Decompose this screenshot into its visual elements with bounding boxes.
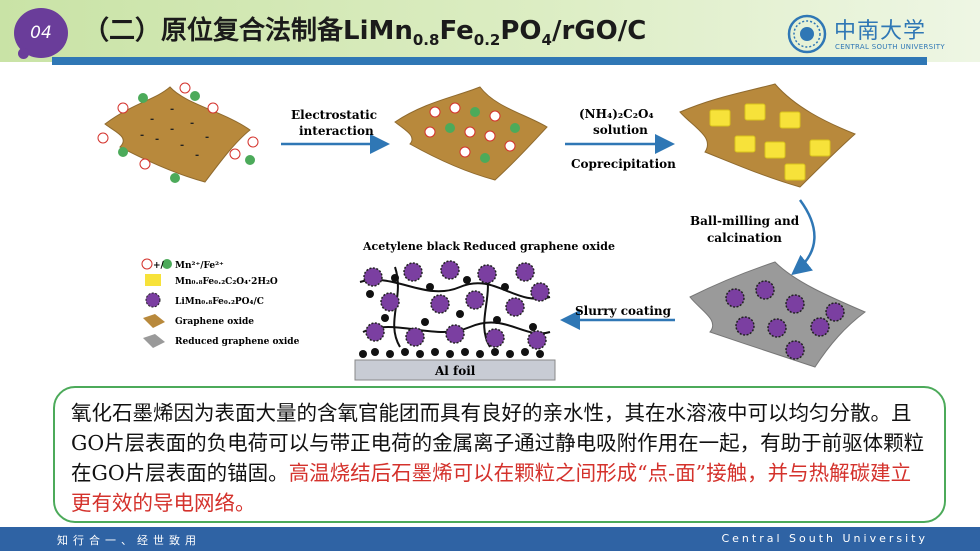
step3-label-line2: calcination — [707, 231, 782, 245]
legend-ion-text: Mn²⁺/Fe²⁺ — [175, 261, 224, 271]
header-band — [0, 0, 980, 62]
logo-emblem-icon — [787, 14, 827, 54]
rgo-sheet-icon — [143, 334, 165, 348]
legend-product-text: LiMn₀.₈Fe₀.₂PO₄/C — [175, 297, 264, 307]
al-foil — [354, 359, 556, 381]
footer-university: Central South University — [721, 532, 928, 545]
go-sheet-stage1: --- --- --- — [97, 82, 259, 183]
university-logo: 中南大学 CENTRAL SOUTH UNIVERSITY — [787, 12, 945, 56]
svg-text:-: - — [170, 124, 174, 135]
footer-motto: 知行合一、经世致用 — [57, 534, 201, 547]
logo-english-name: CENTRAL SOUTH UNIVERSITY — [835, 43, 945, 51]
svg-text:-: - — [150, 114, 154, 125]
step4-label: Slurry coating — [575, 304, 672, 318]
svg-text:-: - — [140, 130, 144, 141]
footer-bar: 知行合一、经世致用 Central South University — [0, 527, 980, 551]
synthesis-diagram: --- --- --- Electrostatic interaction (N… — [97, 82, 866, 381]
step2-label-below: Coprecipitation — [571, 157, 676, 171]
step2-label-line2: solution — [593, 123, 648, 137]
step1-label-line1: Electrostatic — [291, 108, 377, 122]
svg-text:-: - — [170, 104, 174, 115]
graphene-oxide-sheet-icon — [143, 314, 165, 328]
rgo-sheet-stage4 — [689, 261, 866, 368]
arrow-3 — [791, 199, 816, 276]
svg-text:-: - — [180, 140, 184, 151]
description-text: 氧化石墨烯因为表面大量的含氧官能团而具有良好的亲水性，其在水溶液中可以均匀分散。… — [71, 398, 928, 518]
description-red: 高温烧结后石墨烯可以在颗粒之间形成“点-面”接触，并与热解碳建立更有效的导电网络… — [71, 461, 912, 515]
yellow-square-icon — [145, 274, 161, 286]
plus-minus-ion-icon — [141, 258, 153, 270]
purple-particle-icon — [145, 292, 161, 308]
legend: +/ Mn²⁺/Fe²⁺ Mn₀.₈Fe₀.₂C₂O₄·2H₂O LiMn₀.₈… — [141, 258, 300, 348]
header-divider — [52, 57, 927, 65]
svg-text:-: - — [190, 118, 194, 129]
electrode-composite — [355, 260, 555, 360]
step3-label-line1: Ball-milling and — [690, 214, 800, 228]
description-box: 氧化石墨烯因为表面大量的含氧官能团而具有良好的亲水性，其在水溶液中可以均匀分散。… — [53, 386, 946, 523]
description-black: 氧化石墨烯因为表面大量的含氧官能团而具有良好的亲水性，其在水溶液中可以均匀分散。… — [71, 401, 925, 485]
step2-reagent: (NH₄)₂C₂O₄ — [579, 107, 654, 121]
plus-minus-ion-icon-green — [162, 259, 172, 269]
acetylene-black-label: Acetylene black — [362, 240, 460, 253]
svg-text:-: - — [205, 132, 209, 143]
section-number: 04 — [30, 23, 52, 43]
svg-text:-: - — [195, 150, 199, 161]
al-foil-label: Al foil — [434, 364, 476, 378]
logo-chinese-name: 中南大学 — [834, 19, 927, 44]
rgo-label: Reduced graphene oxide — [463, 240, 615, 253]
svg-text:-: - — [155, 134, 159, 145]
slide-title: （二）原位复合法制备LiMn0.8Fe0.2PO4/rGO/C — [83, 16, 647, 50]
badge-dot — [18, 48, 29, 59]
go-sheet-stage3 — [679, 83, 856, 188]
legend-go-text: Graphene oxide — [175, 317, 254, 327]
go-sheet-stage2 — [394, 86, 548, 181]
legend-slash: +/ — [153, 261, 165, 271]
legend-rgo-text: Reduced graphene oxide — [175, 337, 300, 347]
legend-precursor-text: Mn₀.₈Fe₀.₂C₂O₄·2H₂O — [175, 277, 278, 287]
step1-label-line2: interaction — [299, 124, 374, 138]
